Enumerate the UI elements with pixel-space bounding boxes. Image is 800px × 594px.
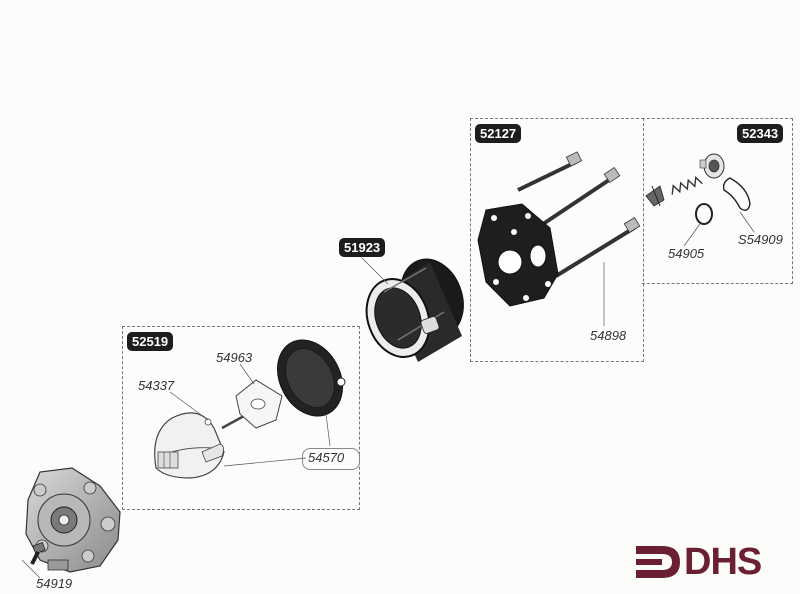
diaphragm-54570 xyxy=(223,339,346,467)
valve-disc xyxy=(645,185,665,207)
part-label-54909: S54909 xyxy=(738,232,783,247)
part-label-54919: 54919 xyxy=(36,576,73,591)
diaphragm-housing-54337 xyxy=(154,412,225,479)
dhs-logo: DHS xyxy=(632,540,792,584)
part-label-54337: 54337 xyxy=(138,378,175,393)
kit-badge-51923: 51923 xyxy=(339,238,386,257)
kit-badge-52127: 52127 xyxy=(475,124,522,143)
washer-54963 xyxy=(235,363,283,429)
pump-body xyxy=(25,467,121,573)
kit-box-52127 xyxy=(470,118,644,362)
part-label-54963: 54963 xyxy=(216,350,253,365)
piston-51923 xyxy=(361,257,464,362)
kit-box-52519 xyxy=(122,326,360,510)
kit-badge-52343: 52343 xyxy=(737,124,784,143)
bolt-set-54898 xyxy=(517,151,641,326)
o-ring-54905 xyxy=(683,203,713,247)
dhs-logo-text: DHS xyxy=(684,541,762,583)
clip-54909 xyxy=(722,177,755,233)
part-label-54570: 54570 xyxy=(308,450,345,465)
screw-54919 xyxy=(21,542,46,579)
kit-box-52343 xyxy=(642,118,793,284)
end-plate-52127 xyxy=(477,203,559,307)
valve-cap xyxy=(699,153,725,179)
callout-frame-54570 xyxy=(302,448,360,470)
part-label-54898: 54898 xyxy=(590,328,627,343)
part-label-54905: 54905 xyxy=(668,246,705,261)
valve-spring xyxy=(671,175,703,195)
pin-54337 xyxy=(169,391,245,430)
dhs-logo-mark-icon xyxy=(636,546,680,578)
kit-badge-52519: 52519 xyxy=(127,332,174,351)
